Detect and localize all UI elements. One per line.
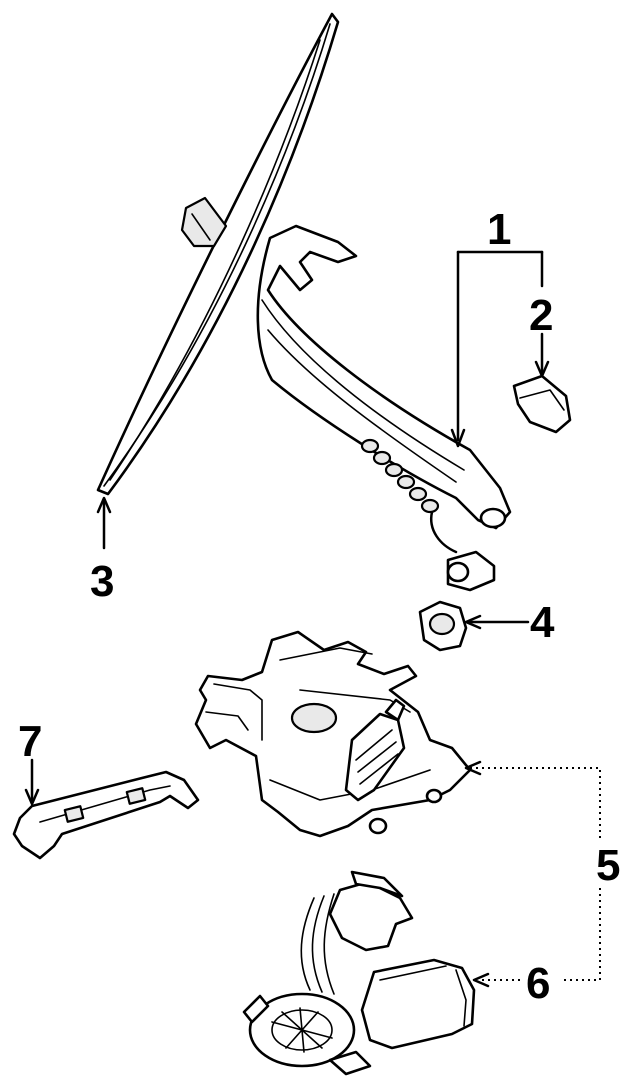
callout-4: 4 (530, 598, 555, 647)
small-bracket (12, 770, 200, 860)
callout-5: 5 (596, 841, 620, 890)
leader-lines (24, 250, 601, 988)
callout-1: 1 (487, 205, 511, 254)
pivot-shaft (344, 698, 406, 802)
callout-6: 6 (526, 959, 550, 1008)
arm-cap (512, 374, 572, 434)
wiper-arm (256, 224, 512, 592)
wiper-blade (96, 12, 340, 496)
pivot-bracket (194, 630, 472, 838)
nut (418, 600, 468, 652)
callout-3: 3 (90, 557, 114, 606)
callout-numbers: 1 2 3 4 5 6 7 (18, 205, 620, 1008)
wiper-motor (242, 870, 476, 1076)
arm-spring (360, 438, 440, 514)
callout-2: 2 (529, 291, 553, 340)
leader-5 (470, 767, 601, 840)
callout-7: 7 (18, 717, 42, 766)
